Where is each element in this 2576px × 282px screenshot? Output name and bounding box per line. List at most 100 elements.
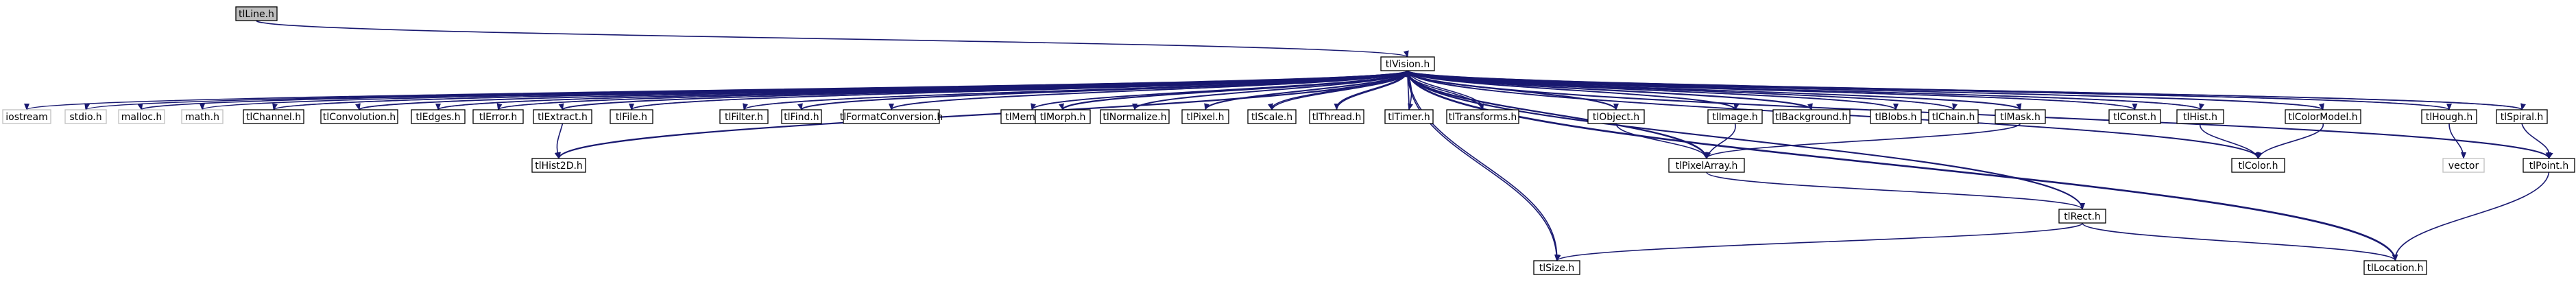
node-tl-normalize[interactable]: tlNormalize.h xyxy=(1100,109,1170,124)
node-label-tl-line: tlLine.h xyxy=(239,9,274,20)
node-tl-point[interactable]: tlPoint.h xyxy=(2523,158,2575,173)
edge-tl-extract-to-tl-hist2-d xyxy=(554,123,564,159)
node-tl-color-model[interactable]: tlColorModel.h xyxy=(2285,109,2361,124)
node-box-tl-hist[interactable] xyxy=(2176,109,2224,124)
node-tl-size[interactable]: tlSize.h xyxy=(1533,260,1580,275)
node-tl-object[interactable]: tlObject.h xyxy=(1587,109,1645,124)
node-tl-find[interactable]: tlFind.h xyxy=(781,109,822,124)
node-tl-thread[interactable]: tlThread.h xyxy=(1309,109,1364,124)
node-tl-spiral[interactable]: tlSpiral.h xyxy=(2496,109,2548,124)
node-box-tl-convolution[interactable] xyxy=(320,109,398,124)
node-box-iostream[interactable] xyxy=(2,109,51,124)
node-tl-const[interactable]: tlConst.h xyxy=(2108,109,2161,124)
node-box-malloc[interactable] xyxy=(118,109,165,124)
node-box-math[interactable] xyxy=(181,109,224,124)
node-box-stdio[interactable] xyxy=(64,109,107,124)
node-tl-mask[interactable]: tlMask.h xyxy=(1995,109,2046,124)
node-tl-error[interactable]: tlError.h xyxy=(472,109,524,124)
node-label-tl-channel: tlChannel.h xyxy=(246,112,301,123)
node-box-tl-find[interactable] xyxy=(781,109,822,124)
node-box-tl-extract[interactable] xyxy=(533,109,592,124)
node-box-tl-transforms[interactable] xyxy=(1446,109,1519,124)
edge-tl-color-model-to-tl-vision xyxy=(1406,70,2324,110)
node-tl-location[interactable]: tlLocation.h xyxy=(2363,260,2427,275)
node-tl-chain[interactable]: tlChain.h xyxy=(1928,109,1979,124)
node-tl-extract[interactable]: tlExtract.h xyxy=(533,109,592,124)
node-box-tl-thread[interactable] xyxy=(1309,109,1364,124)
node-tl-hist2-d[interactable]: tlHist2D.h xyxy=(531,158,586,173)
node-tl-channel[interactable]: tlChannel.h xyxy=(243,109,304,124)
node-label-tl-normalize: tlNormalize.h xyxy=(1103,112,1166,123)
node-box-tl-filter[interactable] xyxy=(719,109,769,124)
node-tl-file[interactable]: tlFile.h xyxy=(610,109,653,124)
node-box-tl-file[interactable] xyxy=(610,109,653,124)
node-box-tl-normalize[interactable] xyxy=(1100,109,1170,124)
node-box-tl-spiral[interactable] xyxy=(2496,109,2548,124)
node-malloc[interactable]: malloc.h xyxy=(118,109,165,124)
node-box-tl-scale[interactable] xyxy=(1247,109,1297,124)
node-box-tl-rect[interactable] xyxy=(2058,209,2106,224)
node-box-tl-pixel-array[interactable] xyxy=(1668,158,1745,173)
edge-tl-normalize-to-tl-vision xyxy=(1134,70,1409,110)
node-tl-format-conversion[interactable]: tlFormatConversion.h xyxy=(840,109,943,124)
node-tl-vision[interactable]: tlVision.h xyxy=(1380,56,1435,71)
node-label-tl-morph: tlMorph.h xyxy=(1040,112,1086,123)
edge-tl-blobs-to-tl-vision xyxy=(1404,70,1897,110)
node-label-tl-hist: tlHist.h xyxy=(2183,112,2217,123)
node-box-tl-hough[interactable] xyxy=(2421,109,2477,124)
node-tl-transforms[interactable]: tlTransforms.h xyxy=(1446,109,1519,124)
node-tl-rect[interactable]: tlRect.h xyxy=(2058,209,2106,224)
node-box-tl-line[interactable] xyxy=(235,6,278,21)
node-tl-morph[interactable]: tlMorph.h xyxy=(1035,109,1091,124)
node-box-tl-pixel[interactable] xyxy=(1181,109,1229,124)
node-tl-background[interactable]: tlBackground.h xyxy=(1772,109,1851,124)
node-tl-blobs[interactable]: tlBlobs.h xyxy=(1870,109,1922,124)
node-box-tl-error[interactable] xyxy=(472,109,524,124)
node-vector[interactable]: vector xyxy=(2442,158,2485,173)
node-box-tl-location[interactable] xyxy=(2363,260,2427,275)
node-box-tl-point[interactable] xyxy=(2523,158,2575,173)
node-tl-image[interactable]: tlImage.h xyxy=(1707,109,1763,124)
node-label-vector: vector xyxy=(2448,161,2479,172)
node-label-tl-blobs: tlBlobs.h xyxy=(1875,112,1917,123)
node-box-tl-mask[interactable] xyxy=(1995,109,2046,124)
node-tl-color[interactable]: tlColor.h xyxy=(2231,158,2285,173)
node-label-tl-extract: tlExtract.h xyxy=(538,112,588,123)
node-box-tl-color[interactable] xyxy=(2231,158,2285,173)
edge-tl-hist-to-tl-color xyxy=(2200,123,2260,159)
node-tl-pixel-array[interactable]: tlPixelArray.h xyxy=(1668,158,1745,173)
node-box-tl-edges[interactable] xyxy=(411,109,466,124)
node-tl-filter[interactable]: tlFilter.h xyxy=(719,109,769,124)
node-box-tl-timer[interactable] xyxy=(1384,109,1434,124)
node-box-tl-color-model[interactable] xyxy=(2285,109,2361,124)
node-tl-timer[interactable]: tlTimer.h xyxy=(1384,109,1434,124)
node-box-tl-object[interactable] xyxy=(1587,109,1645,124)
node-box-tl-vision[interactable] xyxy=(1380,56,1435,71)
node-box-tl-image[interactable] xyxy=(1707,109,1763,124)
node-box-tl-blobs[interactable] xyxy=(1870,109,1922,124)
node-box-tl-background[interactable] xyxy=(1772,109,1851,124)
node-tl-line[interactable]: tlLine.h xyxy=(235,6,278,21)
edge-tl-image-to-tl-pixel-array xyxy=(1705,123,1736,159)
node-tl-pixel[interactable]: tlPixel.h xyxy=(1181,109,1229,124)
node-tl-hough[interactable]: tlHough.h xyxy=(2421,109,2477,124)
node-tl-convolution[interactable]: tlConvolution.h xyxy=(320,109,398,124)
node-box-tl-const[interactable] xyxy=(2108,109,2161,124)
node-label-iostream: iostream xyxy=(5,112,48,123)
node-box-tl-morph[interactable] xyxy=(1035,109,1091,124)
node-tl-hist[interactable]: tlHist.h xyxy=(2176,109,2224,124)
node-box-tl-channel[interactable] xyxy=(243,109,304,124)
node-math[interactable]: math.h xyxy=(181,109,224,124)
node-tl-scale[interactable]: tlScale.h xyxy=(1247,109,1297,124)
node-box-tl-format-conversion[interactable] xyxy=(843,109,940,124)
node-label-tl-error: tlError.h xyxy=(479,112,518,123)
node-tl-edges[interactable]: tlEdges.h xyxy=(411,109,466,124)
node-box-tl-hist2-d[interactable] xyxy=(531,158,586,173)
node-box-tl-chain[interactable] xyxy=(1928,109,1979,124)
node-box-vector[interactable] xyxy=(2442,158,2485,173)
node-iostream[interactable]: iostream xyxy=(2,109,51,124)
edge-tl-spiral-to-tl-vision xyxy=(1405,70,2523,110)
node-stdio[interactable]: stdio.h xyxy=(64,109,107,124)
node-box-tl-size[interactable] xyxy=(1533,260,1580,275)
